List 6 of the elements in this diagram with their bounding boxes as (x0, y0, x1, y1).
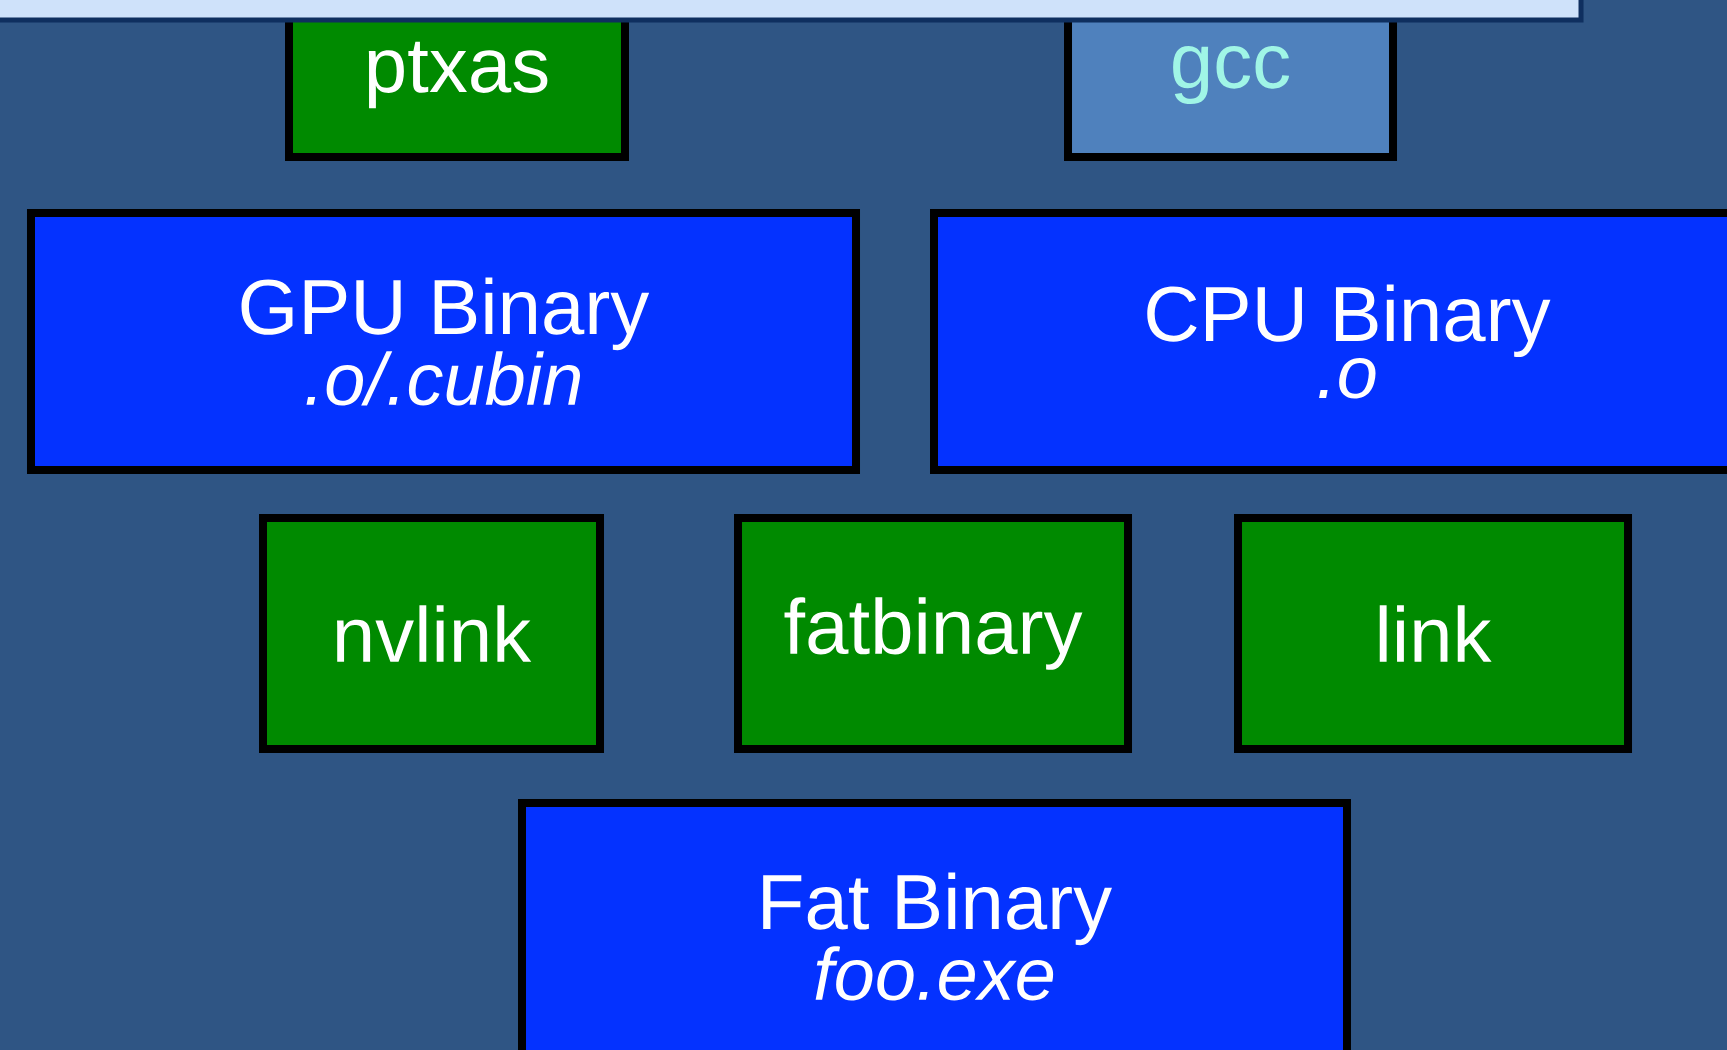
tool-box: fatbinary (734, 514, 1132, 753)
file-box: GPU Binary .o/.cubin (27, 209, 860, 474)
file-box: Fat Binary foo.exe (518, 799, 1351, 1050)
tool-box: link (1234, 514, 1632, 753)
tool-box: nvlink (259, 514, 604, 753)
file-box: CPU Binary .o (930, 209, 1727, 474)
